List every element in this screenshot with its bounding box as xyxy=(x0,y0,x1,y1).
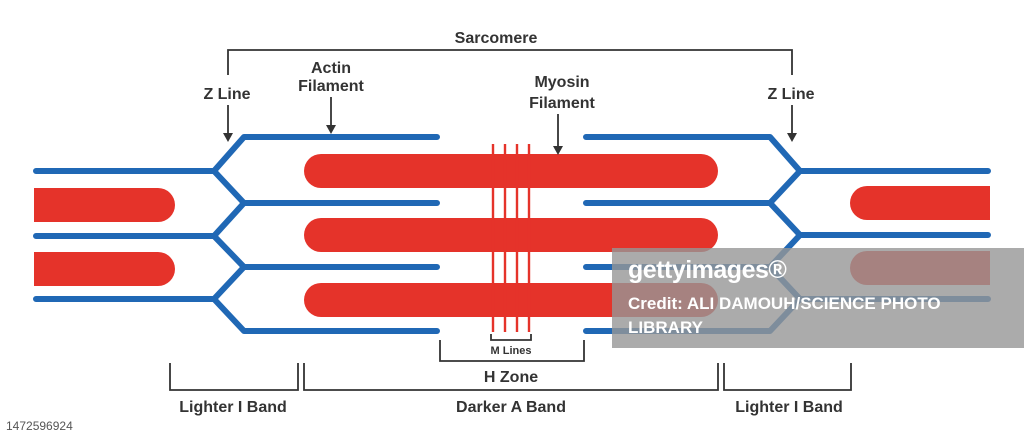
myosin-filament-left-partial xyxy=(34,252,175,286)
lighter-i-band-left-bracket xyxy=(169,363,299,391)
myosin-filament xyxy=(304,218,718,252)
gettyimages-logo: gettyimages® xyxy=(628,256,787,284)
actin-filament xyxy=(583,134,991,174)
m-lines-label: M Lines xyxy=(491,345,532,357)
h-zone-label: H Zone xyxy=(484,369,538,386)
lighter-i-band-right-label: Lighter I Band xyxy=(735,399,843,416)
myosin-filament xyxy=(304,154,718,188)
actin-arrowhead xyxy=(326,125,336,134)
z-line-right-label: Z Line xyxy=(767,86,814,103)
sarcomere-label: Sarcomere xyxy=(455,30,538,47)
h-zone-bracket xyxy=(439,340,585,362)
lighter-i-band-right-bracket xyxy=(723,363,852,391)
z-line-left-arrowhead xyxy=(223,133,233,142)
myosin-label-line2: Filament xyxy=(529,95,595,112)
sarcomere-bracket xyxy=(227,49,793,75)
image-id: 1472596924 xyxy=(6,419,73,433)
lighter-i-band-left-label: Lighter I Band xyxy=(179,399,287,416)
myosin-filament-left-partial xyxy=(34,188,175,222)
z-line-right-arrowhead xyxy=(787,133,797,142)
actin-label-line1: Actin xyxy=(311,60,351,77)
m-lines-bracket xyxy=(490,334,532,341)
myosin-arrowhead xyxy=(553,146,563,155)
z-line-left-label: Z Line xyxy=(203,86,250,103)
darker-a-band-label: Darker A Band xyxy=(456,399,566,416)
m-lines xyxy=(491,144,531,332)
watermark-panel: gettyimages® Credit: ALI DAMOUH/SCIENCE … xyxy=(612,248,1024,348)
actin-label-line2: Filament xyxy=(298,78,364,95)
myosin-label-line1: Myosin xyxy=(534,74,589,91)
actin-filament xyxy=(211,296,440,334)
myosin-filament-right-partial xyxy=(850,186,990,220)
actin-filament xyxy=(33,134,440,174)
darker-a-band-bracket xyxy=(303,363,719,391)
photo-credit: Credit: ALI DAMOUH/SCIENCE PHOTO LIBRARY xyxy=(628,294,941,337)
